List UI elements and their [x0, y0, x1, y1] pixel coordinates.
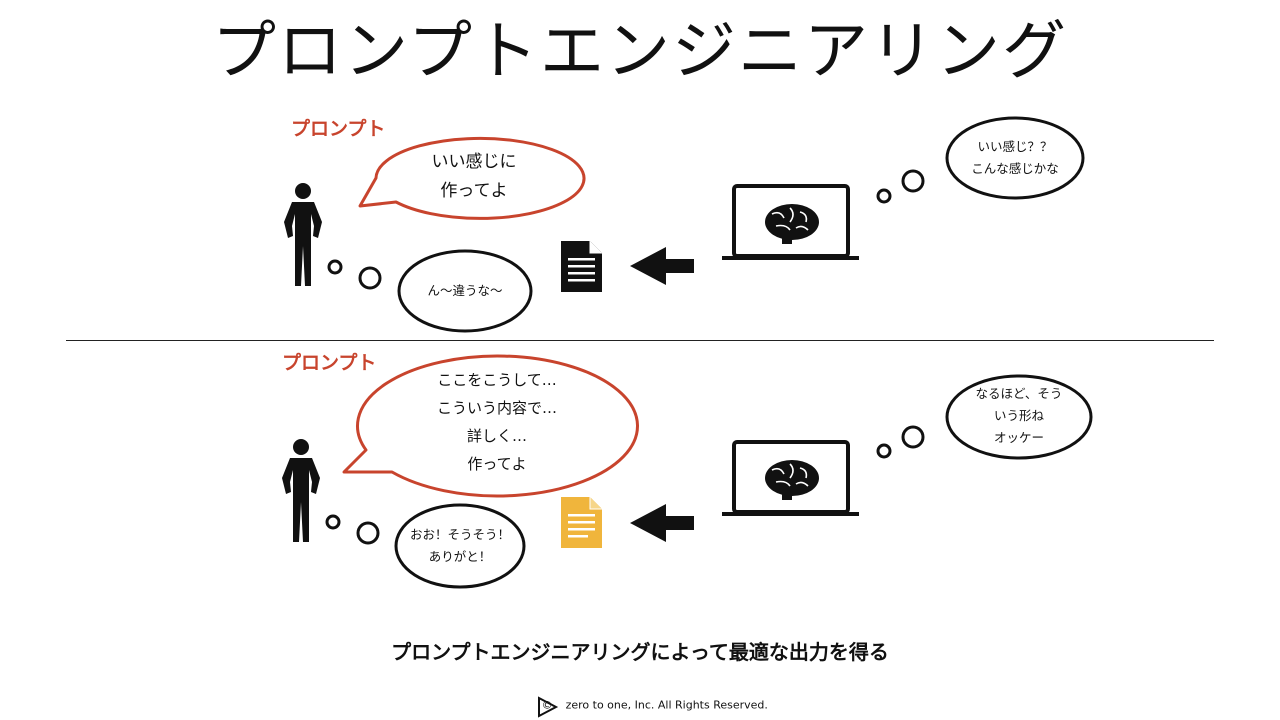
speech-line: 詳しく… [466, 427, 527, 445]
human-thought-text-top: ん〜違うな〜 [427, 283, 503, 298]
person-silhouette [282, 439, 320, 542]
thought-line: こんな感じかな [971, 161, 1059, 176]
human-thought-bubble-top [327, 249, 533, 333]
prompt-label-top: プロンプト [291, 118, 386, 140]
prompt-label-bottom: プロンプト [282, 352, 377, 374]
ai-thought-text-bottom: なるほど、そう いう形ね オッケー [947, 383, 1091, 449]
ai-thought-bubble-bottom [876, 374, 1093, 460]
company-logo-icon [538, 696, 559, 718]
arrow-left-icon [630, 247, 694, 285]
document-icon [561, 241, 602, 292]
thought-line: ありがと！ [428, 549, 492, 564]
document-icon [561, 497, 602, 548]
human-thought-text-bottom: おお！そうそう！ ありがと！ [396, 524, 524, 568]
speech-line: いい感じに [431, 152, 517, 172]
brain-icon [765, 460, 819, 500]
thought-line: いい感じ？？ [977, 139, 1053, 154]
copyright-symbol: © [541, 698, 553, 712]
page-title: プロンプトエンジニアリング [211, 15, 1069, 89]
thought-line: いう形ね [993, 408, 1044, 423]
thought-line: オッケー [993, 430, 1044, 445]
laptop-ai-icon [722, 184, 859, 260]
speech-line: 作ってよ [440, 181, 508, 201]
speech-line: こういう内容で… [436, 399, 557, 417]
person-silhouette [284, 183, 322, 286]
conclusion-text: プロンプトエンジニアリングによって最適な出力を得る [391, 640, 889, 664]
laptop-ai-icon [722, 440, 859, 516]
speech-bubble-bottom [342, 354, 639, 498]
speech-line: ここをこうして… [437, 371, 557, 389]
ai-thought-bubble-top [876, 116, 1085, 204]
copyright-text: zero to one, Inc. All Rights Reserved. [565, 698, 768, 712]
human-thought-bubble-bottom [325, 503, 526, 589]
speech-text-bottom: ここをこうして… こういう内容で… 詳しく… 作ってよ [392, 366, 602, 478]
footer: © zero to one, Inc. All Rights Reserved. [0, 698, 1280, 712]
divider [66, 340, 1214, 341]
brain-icon [765, 204, 819, 244]
thought-line: おお！そうそう！ [409, 527, 510, 542]
speech-line: 作ってよ [467, 455, 527, 473]
arrow-left-icon [630, 504, 694, 542]
speech-bubble-top [358, 136, 586, 220]
speech-text-top: いい感じに 作ってよ [374, 148, 574, 206]
thought-line: なるほど、そう [975, 386, 1063, 401]
ai-thought-text-top: いい感じ？？ こんな感じかな [949, 136, 1081, 180]
